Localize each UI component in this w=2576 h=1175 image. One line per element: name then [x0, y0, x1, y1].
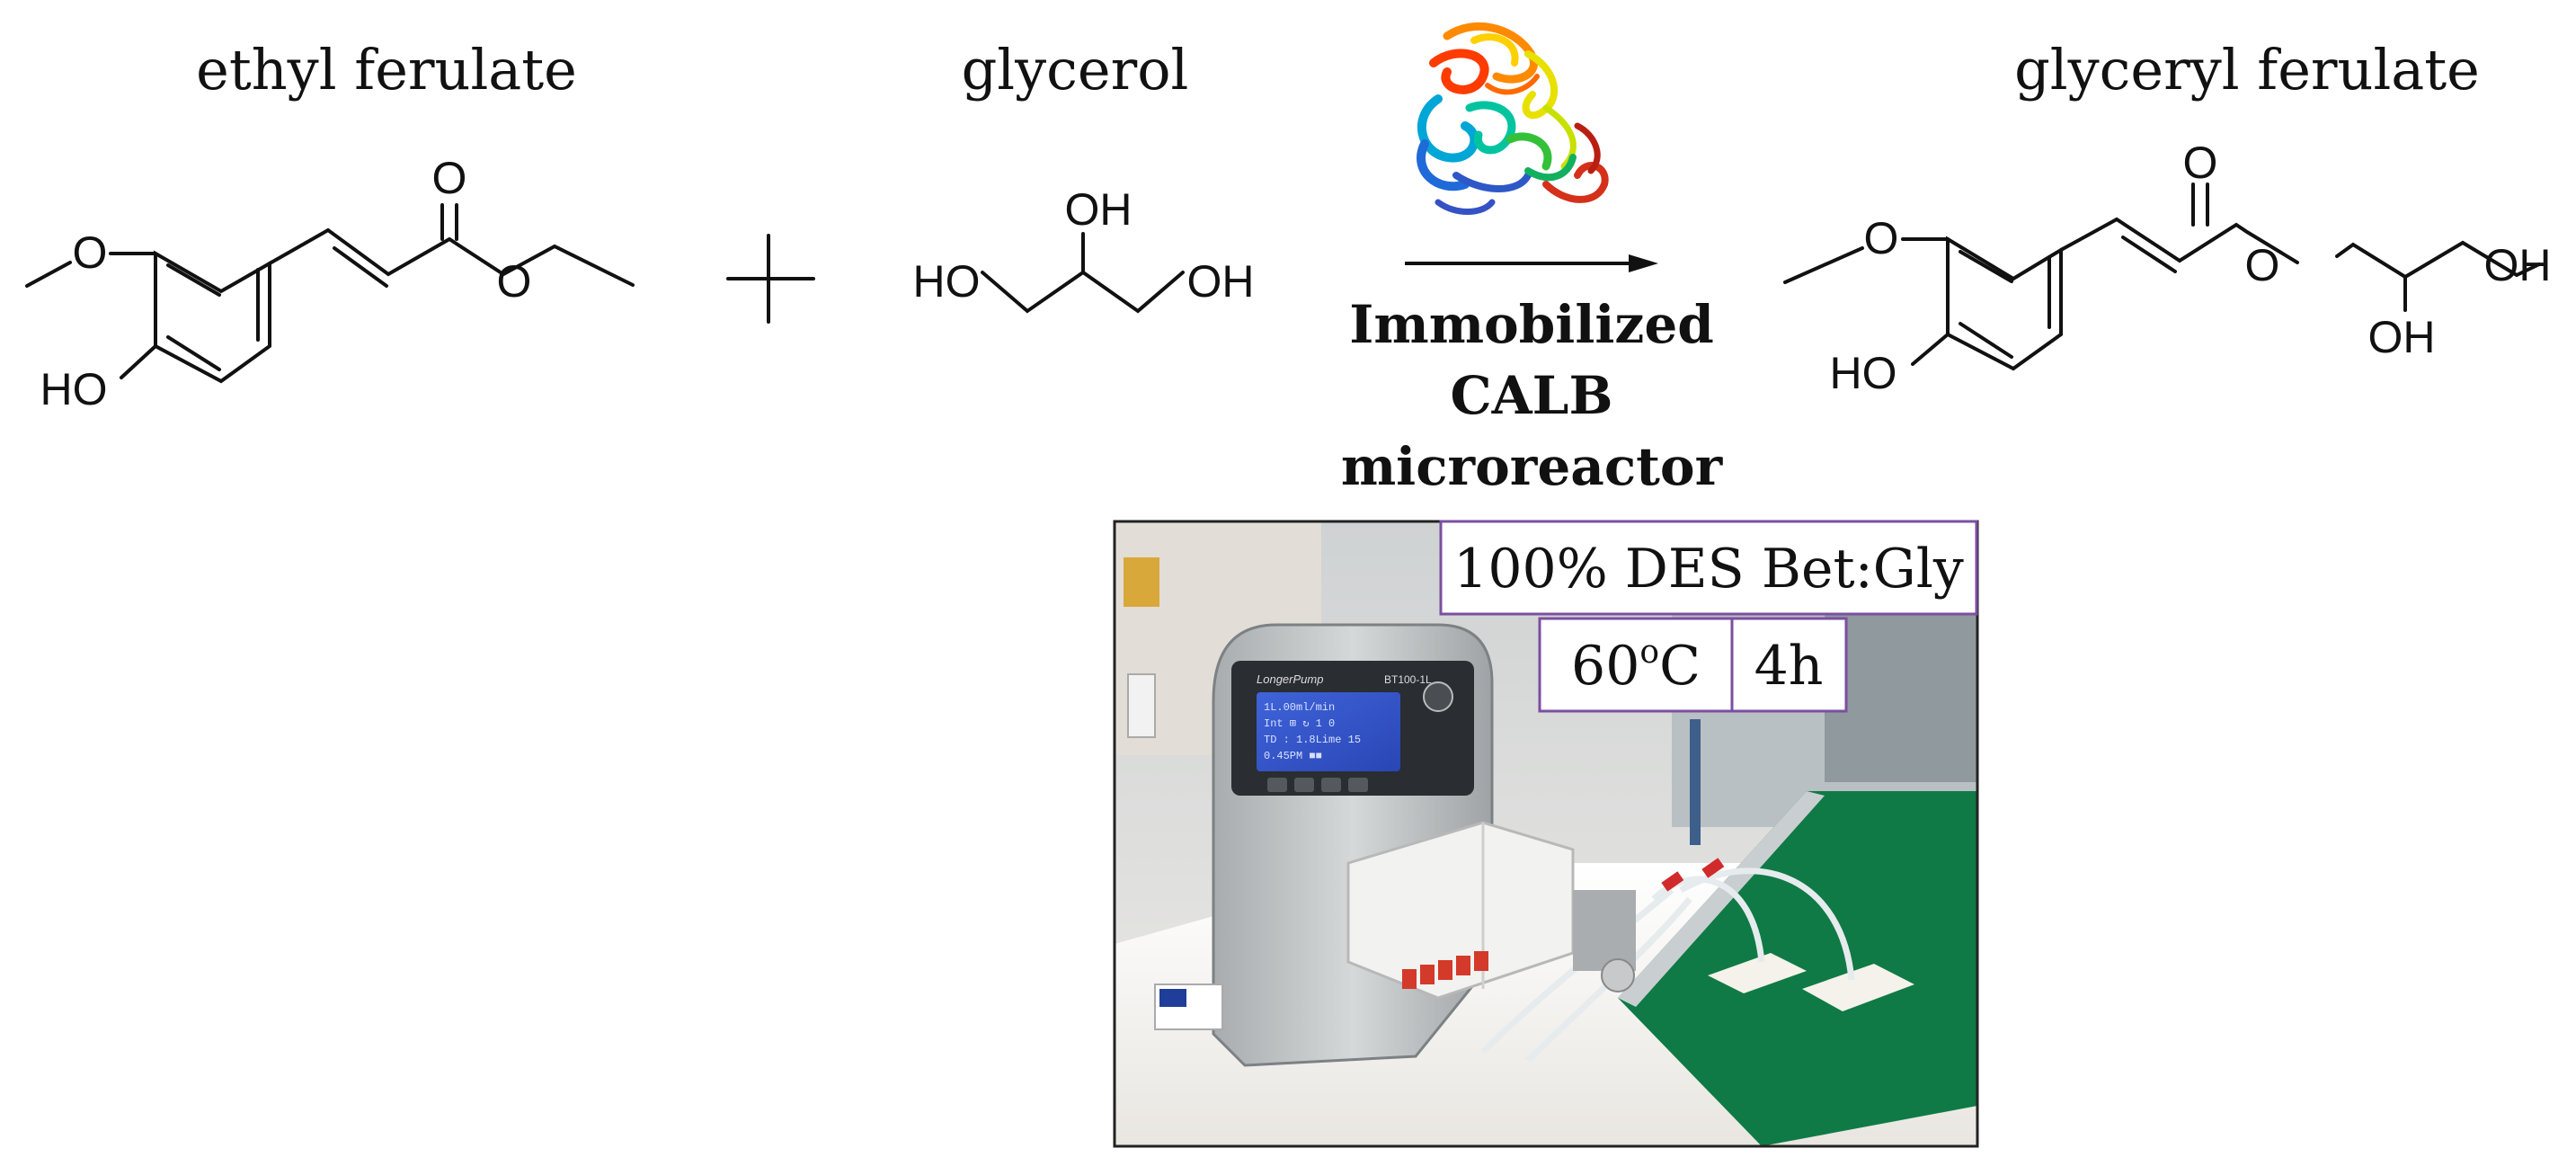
condition-line-2: CALB [1451, 365, 1613, 426]
benzene-ring-bonds [154, 250, 271, 384]
pump-model: BT100-1L [1384, 673, 1432, 686]
product-ring-double-bonds [1959, 250, 2051, 359]
product-carbonyl-double-bond [2191, 182, 2209, 227]
carbonyl-double-bond [440, 203, 458, 241]
pump-knob [1423, 681, 1453, 712]
product-hydroxyl-label: HO [1830, 348, 1897, 398]
product-secondary-oh: OH [2368, 312, 2436, 362]
hydroxyl-label: HO [40, 364, 108, 414]
plus-sign [726, 234, 815, 324]
glyceryl-ferulate-structure: glyceryl ferulate O HO O O OH OH [1783, 37, 2552, 398]
product-chain-bonds [2059, 217, 2541, 280]
temperature-label-box: 60oC [1538, 617, 1734, 713]
time-label: 4h [1754, 635, 1824, 698]
glycerol-right-oh: OH [1187, 256, 1255, 307]
ester-oxygen: O [497, 256, 532, 307]
solvent-label: 100% DES Bet:Gly [1453, 538, 1964, 601]
reactor-chip-1 [1708, 953, 1807, 993]
product-methoxy-oxygen: O [1864, 213, 1899, 263]
solvent-label-box: 100% DES Bet:Gly [1439, 520, 1978, 616]
glycerol-bonds [981, 270, 1185, 314]
svg-text:Int ⊞ ↻ 1 0: Int ⊞ ↻ 1 0 [1264, 717, 1335, 730]
methoxy-bonds [25, 252, 157, 288]
methoxy-oxygen: O [73, 227, 108, 278]
side-chain-bonds [268, 227, 635, 287]
tubing [1480, 868, 1855, 1064]
temperature-label: 60oC [1571, 634, 1701, 698]
plus-sign-lines [726, 234, 815, 324]
glycerol-left-oh: HO [913, 256, 981, 307]
pump-brand: LongerPump [1257, 672, 1323, 686]
ethyl-ferulate-title: ethyl ferulate [196, 37, 577, 102]
reactor-chip-2 [1802, 964, 1914, 1011]
svg-text:TD : 1.8Lime 15: TD : 1.8Lime 15 [1264, 734, 1361, 746]
svg-text:0.45PM ■■: 0.45PM ■■ [1264, 750, 1322, 762]
reaction-arrow [1405, 254, 1658, 272]
alkene-double-bond [333, 246, 388, 288]
product-terminal-oh: OH [2484, 240, 2552, 290]
condition-line-3: microreactor [1341, 436, 1724, 497]
product-ring-bonds [1946, 236, 2063, 371]
hydroxyl-bond [120, 344, 157, 379]
pump-red-clamps [1402, 951, 1488, 989]
ethyl-ferulate-structure: ethyl ferulate O HO O O [25, 37, 635, 414]
product-hydroxyl-bond [1911, 333, 1950, 366]
product-carbonyl-oxygen: O [2183, 138, 2218, 188]
time-label-box: 4h [1730, 617, 1848, 713]
protein-structure-icon [1417, 22, 1609, 215]
glycerol-title: glycerol [962, 37, 1189, 102]
benzene-ring-double-bonds [166, 263, 260, 371]
pump-screen [1257, 692, 1400, 771]
glycerol-top-oh: OH [1065, 184, 1133, 235]
product-alkene-double-bond [2121, 236, 2177, 273]
glycerol-structure: glycerol OH HO OH [913, 37, 1255, 314]
product-ester-oxygen: O [2245, 240, 2280, 290]
condition-line-1: Immobilized [1349, 294, 1714, 355]
glyceryl-ferulate-title: glyceryl ferulate [2014, 37, 2480, 102]
product-methoxy-bonds [1783, 237, 1950, 284]
svg-text:1L.00ml/min: 1L.00ml/min [1264, 701, 1335, 714]
carbonyl-oxygen: O [432, 153, 467, 203]
